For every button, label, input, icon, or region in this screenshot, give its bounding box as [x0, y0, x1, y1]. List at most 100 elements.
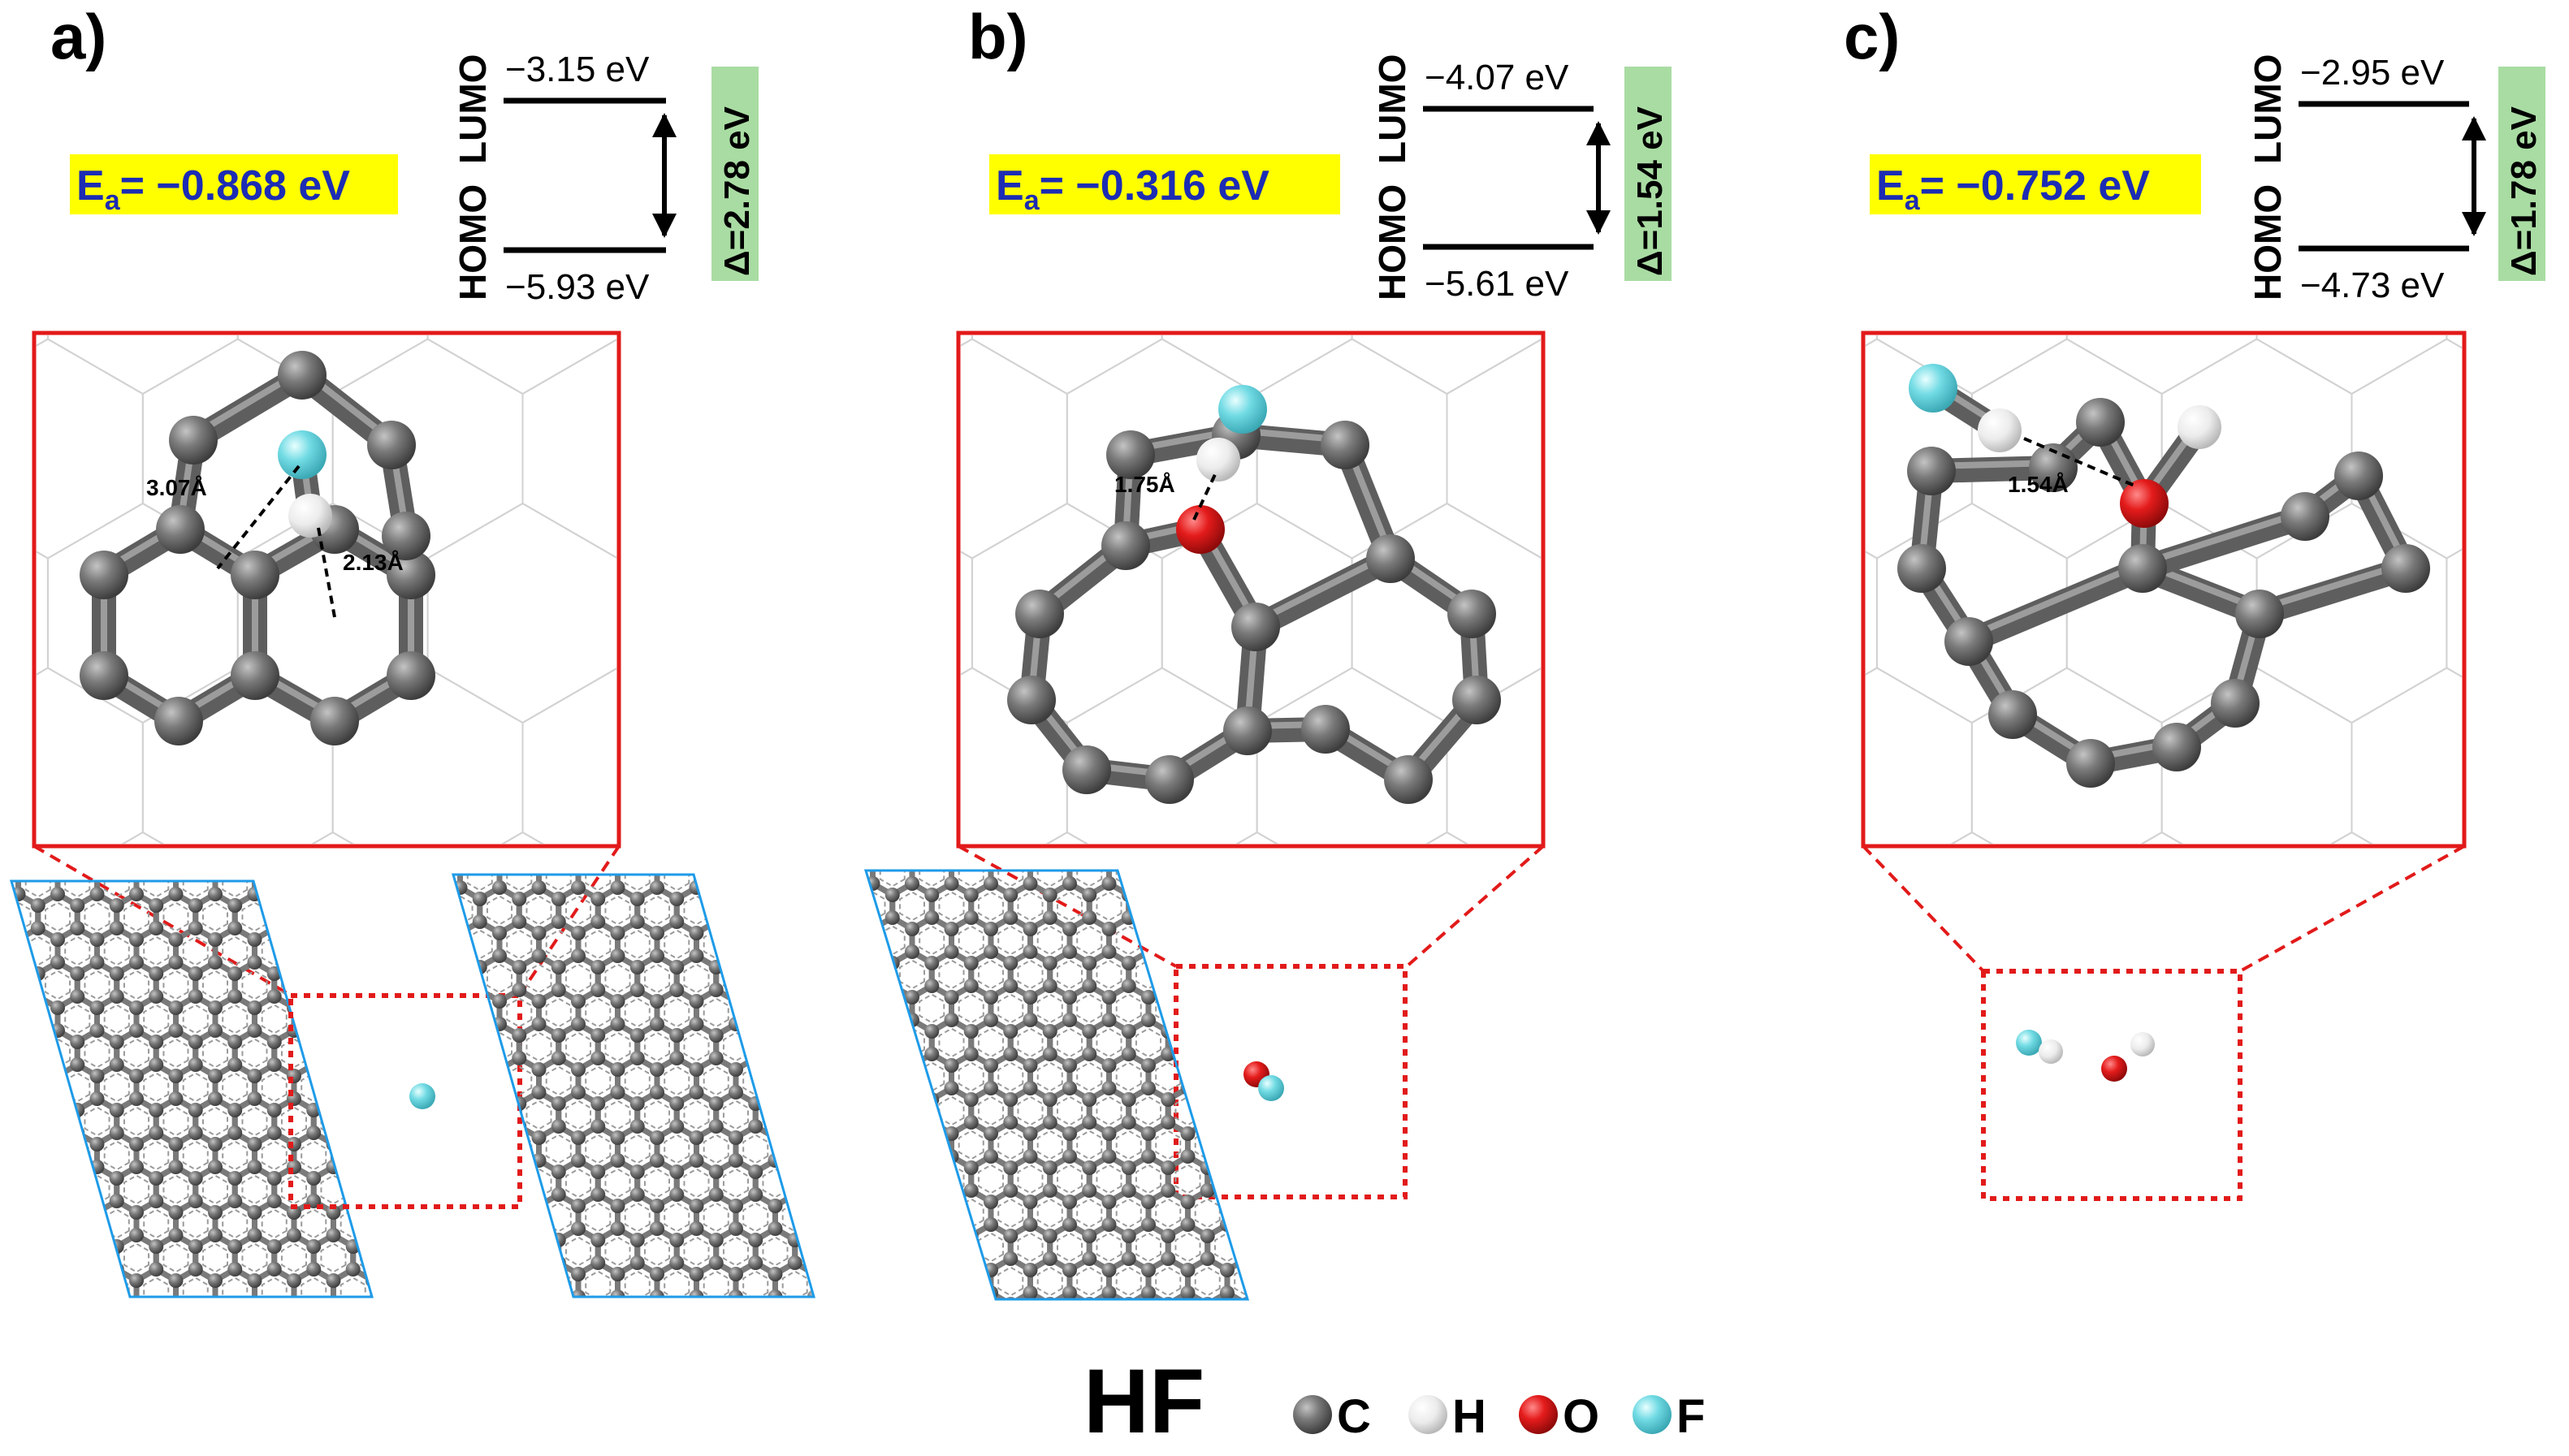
substrate-ring: [997, 1061, 1024, 1092]
substrate-ring: [182, 935, 209, 966]
substrate-ring: [506, 997, 533, 1028]
substrate-ring: [123, 1242, 150, 1273]
carbon-atom: [866, 1013, 880, 1027]
carbon-atom: [385, 853, 400, 867]
carbon-atom: [385, 921, 400, 935]
carbon-ring: [866, 1050, 876, 1104]
carbon-atom: [590, 1324, 605, 1338]
carbon-atom: [1003, 1047, 1019, 1061]
carbon-atom: [1200, 1092, 1215, 1107]
substrate-ring: [380, 1210, 404, 1238]
carbon-atom: [0, 853, 6, 867]
carbon-atom: [247, 1205, 262, 1220]
substrate-ring: [1018, 1302, 1042, 1330]
substrate-ring: [301, 881, 327, 898]
carbon-atom: [807, 994, 814, 1009]
carbon-atom: [669, 1255, 685, 1270]
carbon-ring: [866, 1186, 876, 1240]
carbon-atom: [669, 1119, 685, 1134]
substrate-ring: [879, 871, 906, 888]
carbon-atom: [1239, 1047, 1248, 1061]
carbon-atom: [807, 1153, 814, 1168]
carbon-atom: [827, 892, 841, 906]
carbon-atom: [1043, 1320, 1057, 1334]
carbon-atom: [1200, 1183, 1215, 1198]
carbon-ring: [909, 1255, 954, 1299]
substrate-ring: [802, 1306, 827, 1334]
substrate-ring: [1254, 1029, 1278, 1057]
carbon-atom: [807, 1024, 821, 1039]
carbon-atom: [188, 921, 203, 935]
carbon-atom: [905, 1331, 919, 1346]
carbon-atom: [413, 858, 428, 872]
carbon-atom: [748, 983, 763, 997]
carbon-atom: [207, 1000, 223, 1015]
carbon-ring: [1204, 948, 1248, 1001]
carbon-atom: [884, 1251, 900, 1266]
substrate-ring: [222, 1140, 249, 1171]
carbon-atom: [1140, 1149, 1156, 1164]
carbon-atom: [149, 1307, 163, 1322]
carbon-atom: [649, 1130, 664, 1145]
carbon-atom: [2076, 398, 2125, 447]
substrate-ring: [301, 1277, 327, 1297]
carbon-atom: [1161, 910, 1176, 925]
carbon-atom: [50, 864, 65, 879]
carbon-atom: [286, 1205, 301, 1220]
carbon-atom: [30, 1057, 45, 1072]
carbon-atom: [669, 823, 684, 838]
carbon-atom: [227, 853, 242, 867]
carbon-atom: [904, 1217, 919, 1232]
substrate-ring: [24, 881, 51, 898]
substrate-ring: [564, 895, 592, 926]
carbon-atom: [963, 910, 979, 925]
carbon-atom: [826, 922, 841, 936]
carbon-atom: [884, 910, 900, 925]
carbon-atom: [1219, 1285, 1235, 1299]
carbon-atom: [1082, 979, 1097, 993]
substrate-ring: [409, 1033, 433, 1061]
carbon-atom: [885, 842, 900, 857]
carbon-atom: [1042, 979, 1057, 993]
carbon-atom: [365, 1137, 372, 1151]
substrate-ring: [1155, 1130, 1182, 1160]
carbon-atom: [826, 1013, 841, 1027]
substrate-ring: [261, 1140, 288, 1171]
carbon-atom: [708, 983, 724, 997]
carbon-atom: [610, 1335, 625, 1350]
substrate-ring: [1213, 1232, 1241, 1263]
carbon-atom: [1293, 1395, 1332, 1434]
carbon-atom: [963, 1092, 979, 1107]
carbon-ring: [893, 815, 932, 861]
substrate-ring: [821, 1165, 846, 1194]
substrate-ring: [409, 1306, 433, 1334]
lattice-cell: [501, 831, 544, 844]
carbon-atom: [531, 1290, 547, 1297]
carbon-atom: [70, 1194, 85, 1208]
carbon-ring: [909, 1118, 954, 1172]
substrate-ring: [1115, 1266, 1142, 1297]
carbon-atom: [1015, 590, 1064, 638]
substrate-ring: [664, 997, 690, 1028]
carbon-ring: [772, 1054, 814, 1108]
carbon-atom: [50, 1000, 65, 1015]
substrate-ring: [380, 1074, 404, 1102]
carbon-ring: [677, 819, 716, 865]
bond-highlight: [1966, 560, 2146, 640]
carbon-atom: [866, 990, 880, 1005]
carbon-ring: [453, 1225, 483, 1278]
substrate-ring: [301, 1004, 327, 1035]
carbon-atom: [492, 858, 507, 872]
carbon-ring: [54, 1265, 100, 1297]
carbon-atom: [1140, 1195, 1156, 1209]
carbon-atom: [748, 960, 763, 974]
carbon-atom: [807, 979, 821, 993]
carbon-ring: [330, 881, 372, 909]
carbon-ring: [251, 881, 297, 909]
fluorine-atom: [1909, 364, 1957, 413]
substrate-ring: [380, 1142, 404, 1170]
carbon-atom: [650, 1335, 664, 1350]
carbon-atom: [570, 1085, 586, 1100]
carbon-atom: [689, 1199, 704, 1213]
substrate-ring: [320, 1242, 347, 1273]
